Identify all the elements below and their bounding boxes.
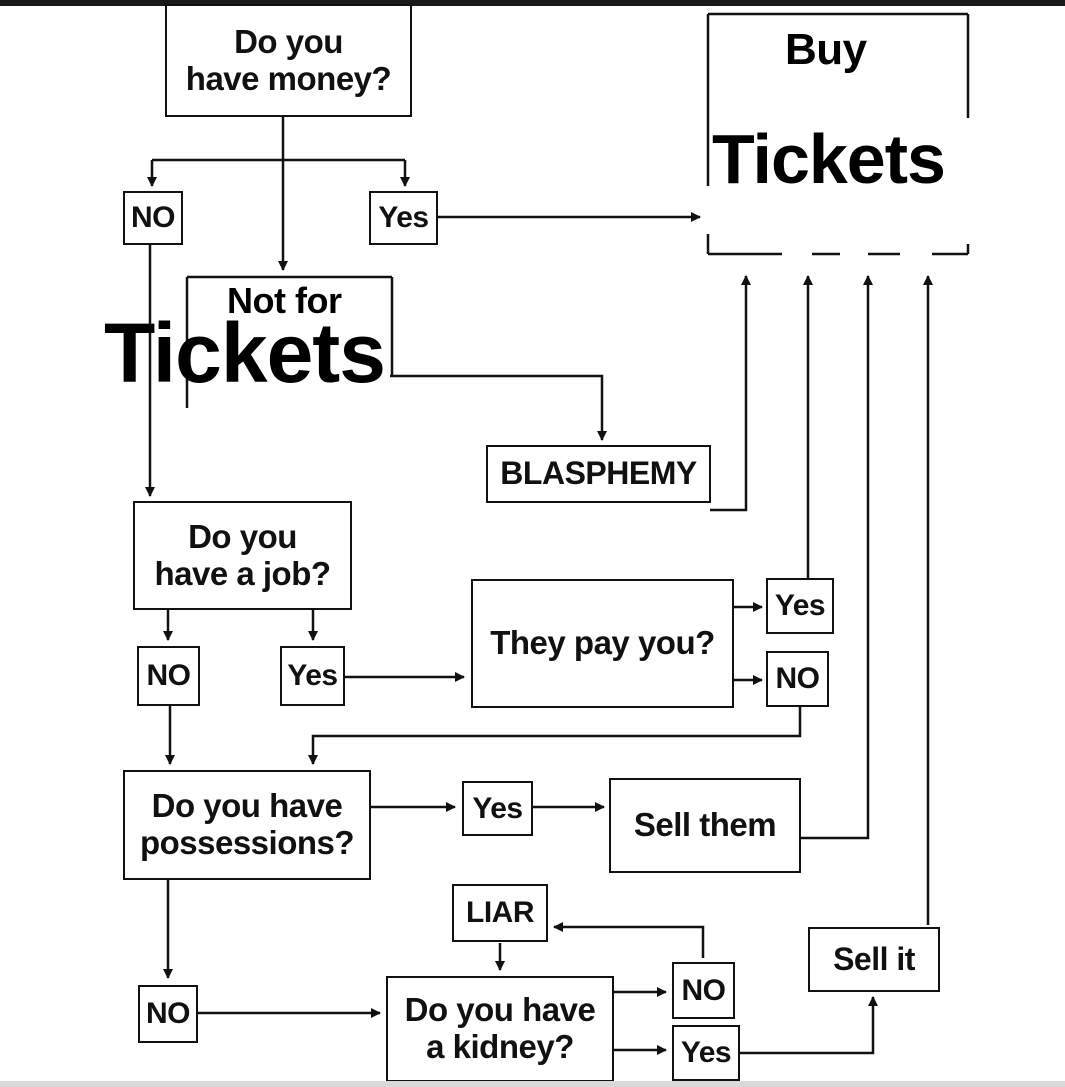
- arrow-not-for-to-blasphemy: [390, 374, 607, 441]
- job-no-box: NO: [137, 646, 200, 706]
- top-edge-bar: [0, 0, 1065, 6]
- arrow-sell-them-to-buy: [800, 275, 873, 840]
- arrow-kidney-no-to-liar: [553, 922, 705, 958]
- bottom-edge-bar: [0, 1081, 1065, 1087]
- pay-yes-box: Yes: [766, 578, 834, 634]
- buy-tickets-label: Tickets: [712, 120, 946, 198]
- not-for-label: Not for: [227, 280, 342, 321]
- liar-box: LIAR: [452, 884, 548, 942]
- possessions-yes-box: Yes: [462, 781, 533, 836]
- pay-no-box: NO: [766, 651, 829, 707]
- arrow-blasphemy-to-buy: [710, 275, 751, 512]
- arrow-pay-no-to-possessions: [308, 707, 802, 765]
- possessions-no-box: NO: [138, 985, 198, 1043]
- have-kidney-box: Do you have a kidney?: [386, 976, 614, 1082]
- pay-you-box: They pay you?: [471, 579, 734, 708]
- have-job-box: Do you have a job?: [133, 501, 352, 610]
- have-possessions-box: Do you have possessions?: [123, 770, 371, 880]
- money-yes-box: Yes: [369, 191, 438, 245]
- sell-them-box: Sell them: [609, 778, 801, 873]
- buy-label: Buy: [785, 25, 867, 74]
- money-no-box: NO: [123, 191, 183, 245]
- blasphemy-box: BLASPHEMY: [486, 445, 711, 503]
- kidney-no-box: NO: [672, 962, 735, 1019]
- not-for-tickets-label: Tickets: [104, 306, 386, 400]
- job-yes-box: Yes: [280, 646, 345, 706]
- sell-it-box: Sell it: [808, 927, 940, 992]
- kidney-yes-box: Yes: [672, 1025, 740, 1081]
- have-money-box: Do you have money?: [165, 4, 412, 117]
- arrow-kidney-yes-to-sell-it: [738, 996, 878, 1055]
